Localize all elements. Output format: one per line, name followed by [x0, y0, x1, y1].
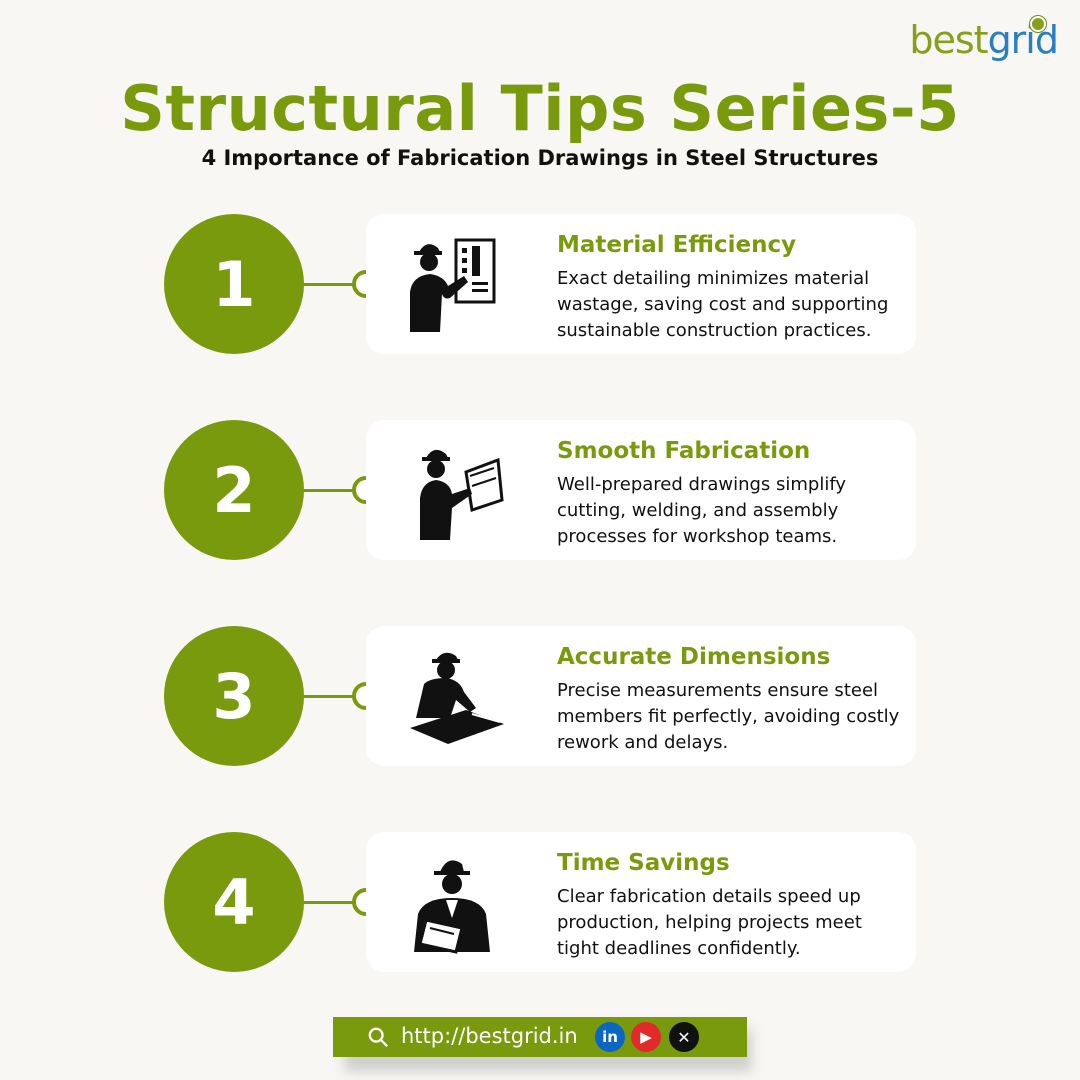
tip-card: Time Savings Clear fabrication details s… [366, 832, 916, 972]
engineer-drafting-table-icon [410, 652, 504, 744]
tip-number-circle: 1 [164, 214, 304, 354]
youtube-icon[interactable]: ▶ [631, 1022, 661, 1052]
tip-text: Exact detailing minimizes material wasta… [557, 268, 889, 341]
tip-row-1: 1 Material Efficiency Exact detailing mi… [0, 214, 1080, 354]
connector-line [302, 283, 354, 286]
linkedin-icon[interactable]: in [595, 1022, 625, 1052]
engineer-reading-drawing-icon [420, 449, 504, 540]
bestgrid-logo[interactable]: bestgrid [909, 16, 1059, 62]
search-icon [368, 1027, 388, 1047]
tip-number-circle: 2 [164, 420, 304, 560]
tip-title: Material Efficiency [557, 232, 797, 258]
logo-text-best: best [909, 18, 988, 62]
page-subtitle: 4 Importance of Fabrication Drawings in … [201, 146, 879, 170]
logo-dot-icon [1030, 16, 1046, 32]
website-link[interactable]: http://bestgrid.in [401, 1024, 578, 1048]
footer-bar: http://bestgrid.in in ▶ ✕ [333, 1017, 747, 1057]
tip-number-circle: 4 [164, 832, 304, 972]
tip-card: Accurate Dimensions Precise measurements… [366, 626, 916, 766]
connector-line [302, 695, 354, 698]
tip-title: Accurate Dimensions [557, 644, 831, 670]
tip-card: Material Efficiency Exact detailing mini… [366, 214, 916, 354]
tip-title: Time Savings [557, 850, 730, 876]
connector-line [302, 901, 354, 904]
tip-title: Smooth Fabrication [557, 438, 811, 464]
tip-text: Clear fabrication details speed up produ… [557, 886, 862, 959]
tip-row-3: 3 Accurate Dimensions Precise measuremen… [0, 626, 1080, 766]
tip-number-circle: 3 [164, 626, 304, 766]
logo-text-grid: grid [987, 18, 1059, 62]
tip-row-2: 2 Smooth Fabrication Well-prepared drawi… [0, 420, 1080, 560]
tip-row-4: 4 Time Savings Clear fabrication details… [0, 832, 1080, 972]
tip-text: Well-prepared drawings simplify cutting,… [557, 474, 847, 547]
tip-card: Smooth Fabrication Well-prepared drawing… [366, 420, 916, 560]
x-twitter-icon[interactable]: ✕ [669, 1022, 699, 1052]
engineer-reviewing-board-icon [410, 238, 496, 332]
tip-text: Precise measurements ensure steel member… [557, 680, 900, 753]
connector-line [302, 489, 354, 492]
engineer-with-clipboard-icon [414, 860, 490, 954]
page-title: Structural Tips Series-5 [120, 72, 960, 145]
